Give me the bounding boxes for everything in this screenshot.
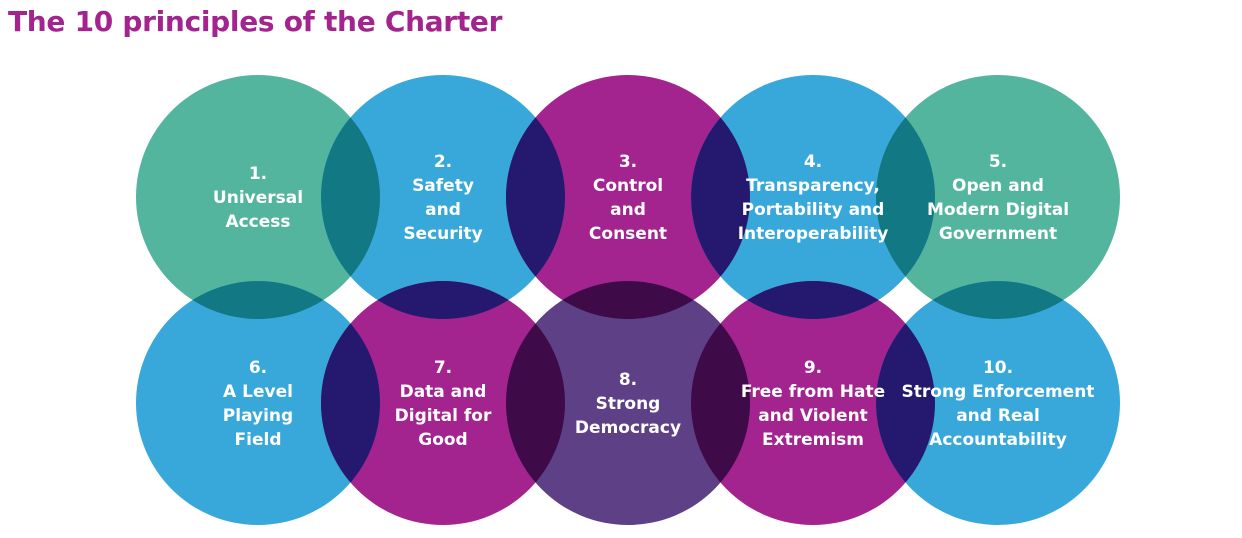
principle-number: 1. <box>249 164 267 184</box>
principle-circle-5 <box>876 75 1120 319</box>
principle-number: 9. <box>804 358 822 378</box>
principle-text-line: Democracy <box>575 418 681 438</box>
principle-number: 2. <box>434 152 452 172</box>
principle-text-line: Strong Enforcement <box>902 382 1095 402</box>
principle-number: 4. <box>804 152 822 172</box>
principle-text-line: Interoperability <box>738 224 889 244</box>
principle-number: 7. <box>434 358 452 378</box>
principle-text-line: Accountability <box>929 430 1067 450</box>
principle-text-line: and Real <box>956 406 1040 426</box>
principle-circle-6 <box>136 281 380 525</box>
principle-circle-4 <box>691 75 935 319</box>
principle-text-line: Field <box>235 430 282 450</box>
principle-text-line: Safety <box>412 176 474 196</box>
principle-text-line: and Violent <box>758 406 868 426</box>
principle-text-line: Security <box>403 224 482 244</box>
principle-number: 10. <box>983 358 1013 378</box>
principle-text-line: and <box>425 200 461 220</box>
principle-text-line: Free from Hate <box>741 382 885 402</box>
principle-text-line: Transparency, <box>746 176 880 196</box>
principle-text-line: and <box>610 200 646 220</box>
principle-text-line: Digital for <box>395 406 492 426</box>
principle-text-line: Data and <box>400 382 487 402</box>
principle-text-line: Playing <box>223 406 293 426</box>
principle-circle-2 <box>321 75 565 319</box>
principle-text-line: Open and <box>952 176 1044 196</box>
principle-text-line: Strong <box>596 394 661 414</box>
principle-circle-9 <box>691 281 935 525</box>
principle-circle-10 <box>876 281 1120 525</box>
principle-text-line: Control <box>593 176 663 196</box>
principle-number: 5. <box>989 152 1007 172</box>
principle-text-line: A Level <box>223 382 293 402</box>
principle-text-line: Government <box>939 224 1057 244</box>
principle-text-line: Access <box>225 212 290 232</box>
principle-number: 8. <box>619 370 637 390</box>
principle-text-line: Extremism <box>762 430 864 450</box>
principle-text-line: Consent <box>589 224 667 244</box>
principle-circle-7 <box>321 281 565 525</box>
principle-text-line: Modern Digital <box>927 200 1069 220</box>
principle-circle-8 <box>506 281 750 525</box>
principle-circle-3 <box>506 75 750 319</box>
principle-text-line: Universal <box>213 188 303 208</box>
page-title: The 10 principles of the Charter <box>8 5 503 38</box>
principle-text-line: Portability and <box>742 200 885 220</box>
principle-number: 3. <box>619 152 637 172</box>
principle-number: 6. <box>249 358 267 378</box>
principle-text-line: Good <box>418 430 467 450</box>
principle-circle-1 <box>136 75 380 319</box>
